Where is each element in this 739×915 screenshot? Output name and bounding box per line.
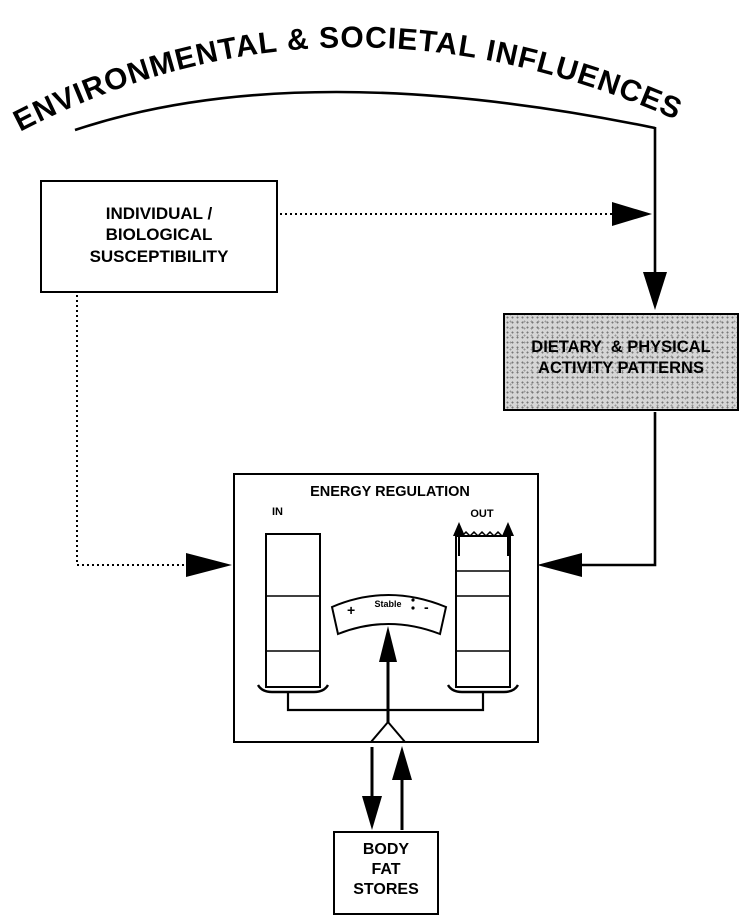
energy-out-column <box>455 535 511 688</box>
gauge-dot-icon <box>411 598 415 602</box>
arrowhead-dotted-right-icon <box>612 202 652 226</box>
dotted-line-individual-to-energy <box>76 295 188 566</box>
gauge-pointer-arrowhead-icon <box>379 626 397 662</box>
bodyfat-line-3: STORES <box>353 881 419 898</box>
arrow-up-from-bodyfat-icon <box>392 746 412 780</box>
out-wavy-heat-icon <box>461 530 503 538</box>
gauge-dot-icon <box>411 606 415 610</box>
balance-beam <box>286 692 485 712</box>
energy-out-label: OUT <box>470 508 494 520</box>
dietary-activity-box <box>503 313 739 411</box>
arrowhead-into-energy-left-icon <box>186 553 232 577</box>
dietary-activity-label: DIETARY & PHYSICAL ACTIVITY PATTERNS <box>503 337 739 378</box>
body-fat-stores-box <box>333 831 439 915</box>
arrow-down-to-bodyfat-icon <box>362 796 382 830</box>
individual-susceptibility-label: INDIVIDUAL / BIOLOGICAL SUSCEPTIBILITY <box>40 203 278 267</box>
energy-in-column <box>265 533 321 688</box>
individual-susceptibility-box <box>40 180 278 293</box>
in-scale-pan <box>256 684 330 694</box>
environment-arc <box>74 90 656 132</box>
out-arrow-right-icon <box>502 522 514 536</box>
energy-in-label: IN <box>272 506 283 518</box>
bodyfat-line-2: FAT <box>371 861 401 878</box>
energy-regulation-box <box>233 473 539 743</box>
arrowhead-into-energy-right-icon <box>537 553 582 577</box>
dietary-line-2: ACTIVITY PATTERNS <box>538 358 704 377</box>
line-dietary-to-energy <box>578 412 657 567</box>
bodyfat-line-1: BODY <box>362 841 410 858</box>
gauge-plus-sign: + <box>347 602 355 618</box>
energy-regulation-title: ENERGY REGULATION <box>310 484 470 500</box>
body-fat-stores-label: BODY FAT STORES <box>333 840 439 900</box>
dietary-line-1: DIETARY & PHYSICAL <box>531 338 711 356</box>
gauge-stable-label: Stable <box>374 599 402 609</box>
arrowhead-to-dietary-icon <box>643 272 667 310</box>
gauge-minus-sign: - <box>424 599 429 615</box>
individual-line-3: SUSCEPTIBILITY <box>89 246 229 266</box>
individual-line-2: BIOLOGICAL <box>105 225 213 245</box>
individual-line-1: INDIVIDUAL / <box>105 204 213 223</box>
stable-gauge <box>330 594 448 636</box>
out-arrow-left-icon <box>453 522 465 536</box>
